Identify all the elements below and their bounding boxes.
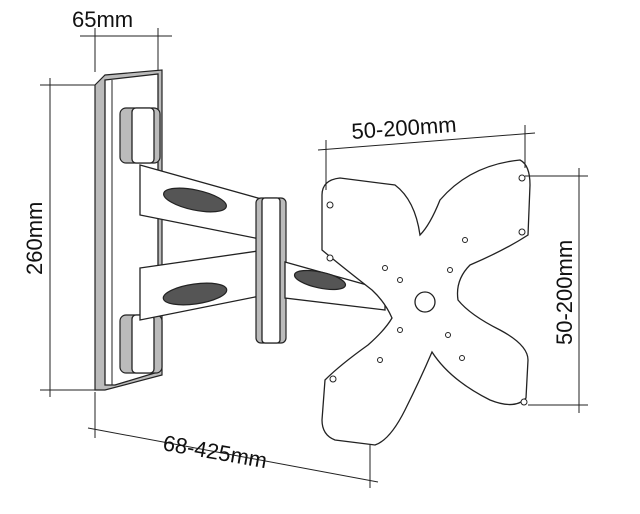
- dimension-wall-plate-height: 260mm: [22, 78, 100, 397]
- vesa-plate: [321, 159, 531, 446]
- lower-hinge: [119, 314, 163, 374]
- label-260mm: 260mm: [22, 202, 47, 275]
- label-vesa-horizontal: 50-200mm: [351, 112, 458, 144]
- middle-joint: [255, 197, 287, 344]
- dimension-wall-plate-depth: 65mm: [72, 7, 172, 72]
- dimension-vesa-vertical: 50-200mm: [525, 168, 588, 413]
- upper-hinge: [119, 107, 161, 164]
- label-65mm: 65mm: [72, 7, 133, 32]
- label-extension: 68-425mm: [161, 430, 269, 473]
- label-vesa-vertical: 50-200mm: [552, 240, 577, 345]
- front-arm: [284, 261, 386, 311]
- lower-arm: [139, 249, 266, 321]
